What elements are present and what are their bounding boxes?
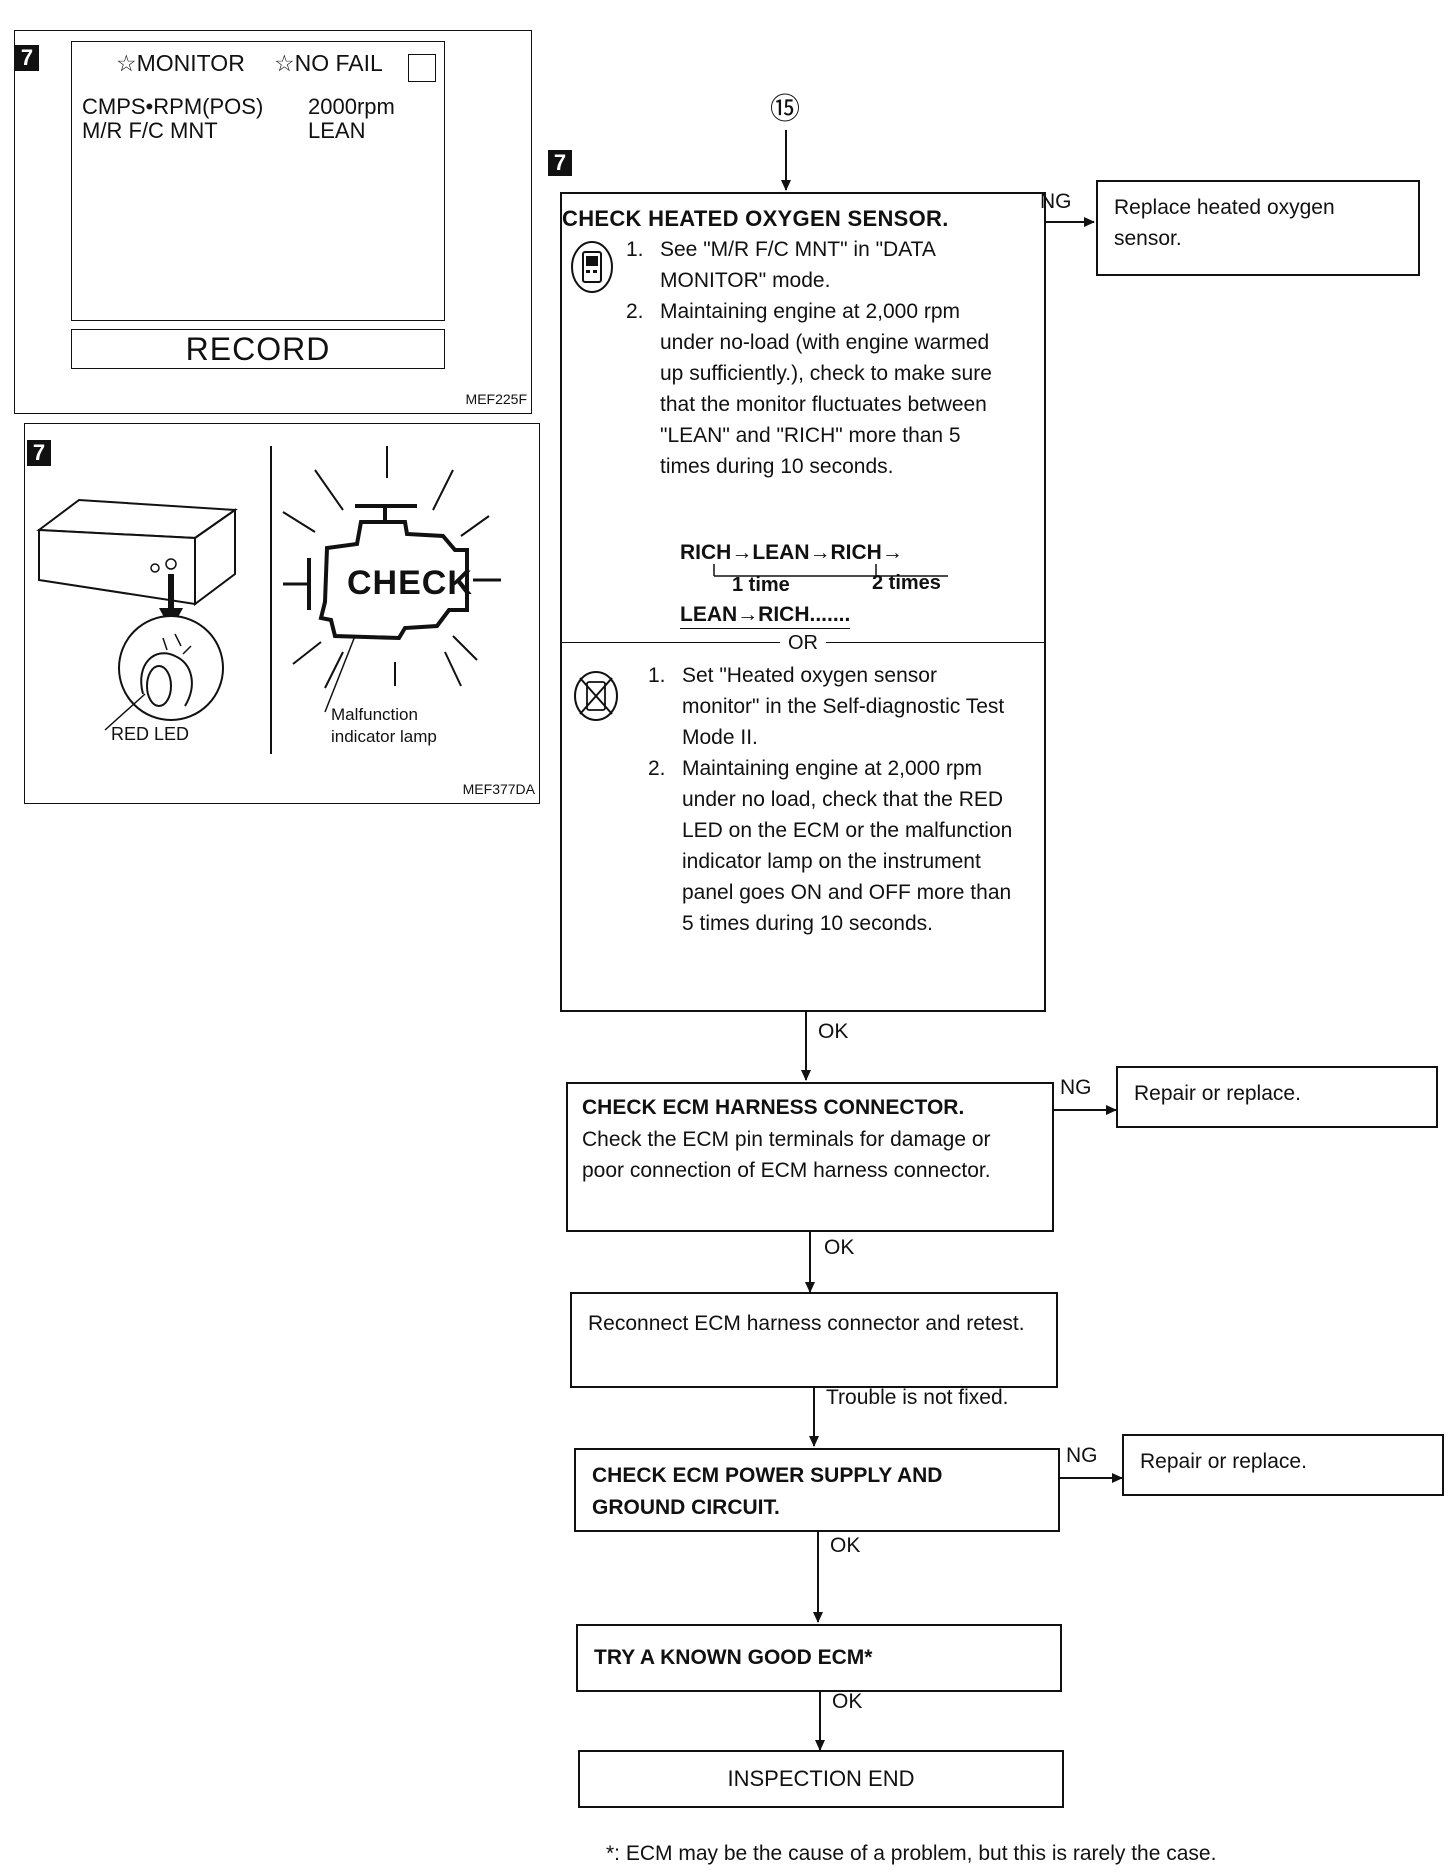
step-text: Maintaining engine at 2,000 rpm under no…	[682, 757, 1013, 935]
nofail-checkbox	[408, 54, 436, 82]
replace-o2-box: Replace heated oxygen sensor.	[1096, 180, 1420, 276]
inspection-end-text: INSPECTION END	[727, 1766, 915, 1791]
ok-label: OK	[818, 1020, 849, 1043]
ng-label: NG	[1060, 1076, 1092, 1099]
monitor-row-name: CMPS•RPM(POS)	[82, 94, 264, 119]
check-harness-title: CHECK ECM HARNESS CONNECTOR.	[582, 1096, 965, 1119]
step-number-badge: 7	[548, 150, 572, 176]
step-number-badge: 7	[27, 440, 51, 466]
figure-code: MEF377DA	[462, 781, 535, 797]
check-lamp-text: CHECK	[347, 564, 473, 602]
reconnect-box: Reconnect ECM harness connector and rete…	[570, 1292, 1058, 1388]
monitor-screen-figure: 7 ☆MONITOR ☆NO FAIL CMPS•RPM(POS) 2000rp…	[14, 30, 532, 414]
step-index: 2.	[648, 757, 666, 780]
check-o2-sensor-box: CHECK HEATED OXYGEN SENSOR. 1. See "M/R …	[560, 192, 1046, 1012]
consult-steps: 1. See "M/R F/C MNT" in "DATA MONITOR" m…	[626, 234, 996, 482]
check-power-line2: GROUND CIRCUIT.	[592, 1496, 780, 1519]
ng-label: NG	[1066, 1444, 1098, 1467]
connector-symbol: ⑮	[770, 93, 800, 126]
figure-code: MEF225F	[465, 391, 527, 407]
monitor-row-value: 2000rpm	[308, 94, 395, 119]
not-fixed-label: Trouble is not fixed.	[826, 1386, 1009, 1409]
footnote: *: ECM may be the cause of a problem, bu…	[606, 1842, 1217, 1865]
step-index: 1.	[648, 664, 666, 687]
mil-label-line1: Malfunction	[331, 705, 418, 724]
check-power-line1: CHECK ECM POWER SUPPLY AND	[592, 1464, 943, 1487]
repair-replace-text: Repair or replace.	[1140, 1450, 1307, 1473]
inspection-end-box: INSPECTION END	[578, 1750, 1064, 1808]
ok-label: OK	[830, 1534, 861, 1557]
no-consult-icon	[574, 671, 618, 721]
monitor-label: ☆MONITOR	[116, 50, 245, 76]
nonconsult-step: 2. Maintaining engine at 2,000 rpm under…	[648, 753, 1018, 939]
check-harness-box: CHECK ECM HARNESS CONNECTOR. Check the E…	[566, 1082, 1054, 1232]
record-button[interactable]: RECORD	[71, 329, 445, 369]
monitor-row-name: M/R F/C MNT	[82, 118, 218, 143]
step-text: Set "Heated oxygen sensor monitor" in th…	[682, 664, 1005, 749]
ok-label: OK	[824, 1236, 855, 1259]
red-led-label: RED LED	[111, 724, 190, 744]
or-label: OR	[780, 632, 826, 655]
consult-tester-icon	[571, 241, 613, 293]
mil-label: Malfunction indicator lamp	[331, 704, 437, 748]
check-o2-title: CHECK HEATED OXYGEN SENSOR.	[562, 206, 949, 231]
step-text: See "M/R F/C MNT" in "DATA MONITOR" mode…	[660, 238, 935, 292]
nofail-label: ☆NO FAIL	[274, 50, 383, 76]
seq-1time: 1 time	[732, 574, 790, 596]
ng-label: NG	[1040, 190, 1072, 213]
seq-brackets	[713, 564, 948, 577]
repair-replace-box: Repair or replace.	[1122, 1434, 1444, 1496]
seq-2times: 2 times	[872, 572, 941, 594]
ecm-led-drawing	[36, 446, 501, 754]
try-ecm-box: TRY A KNOWN GOOD ECM*	[576, 1624, 1062, 1692]
mil-label-line2: indicator lamp	[331, 727, 437, 746]
record-button-label: RECORD	[185, 331, 331, 367]
step-text: Maintaining engine at 2,000 rpm under no…	[660, 300, 992, 478]
step-number-badge: 7	[15, 45, 39, 71]
nonconsult-steps: 1. Set "Heated oxygen sensor monitor" in…	[648, 660, 1018, 939]
check-harness-body: Check the ECM pin terminals for damage o…	[582, 1128, 991, 1182]
consult-screen: ☆MONITOR ☆NO FAIL CMPS•RPM(POS) 2000rpm …	[71, 41, 445, 321]
monitor-row-value: LEAN	[308, 118, 366, 143]
consult-step: 2. Maintaining engine at 2,000 rpm under…	[626, 296, 996, 482]
check-power-box: CHECK ECM POWER SUPPLY AND GROUND CIRCUI…	[574, 1448, 1060, 1532]
step-index: 2.	[626, 300, 644, 323]
seq-line1: RICH→LEAN→RICH→	[680, 541, 903, 564]
replace-o2-text: Replace heated oxygen sensor.	[1114, 196, 1335, 250]
seq-line2: LEAN→RICH.......	[680, 602, 851, 629]
consult-step: 1. See "M/R F/C MNT" in "DATA MONITOR" m…	[626, 234, 996, 296]
reconnect-text: Reconnect ECM harness connector and rete…	[588, 1312, 1025, 1335]
step-index: 1.	[626, 238, 644, 261]
ecm-led-figure: 7	[24, 423, 540, 804]
ok-label: OK	[832, 1690, 863, 1713]
repair-replace-box: Repair or replace.	[1116, 1066, 1438, 1128]
nonconsult-step: 1. Set "Heated oxygen sensor monitor" in…	[648, 660, 1018, 753]
repair-replace-text: Repair or replace.	[1134, 1082, 1301, 1105]
try-ecm-text: TRY A KNOWN GOOD ECM*	[594, 1646, 873, 1669]
